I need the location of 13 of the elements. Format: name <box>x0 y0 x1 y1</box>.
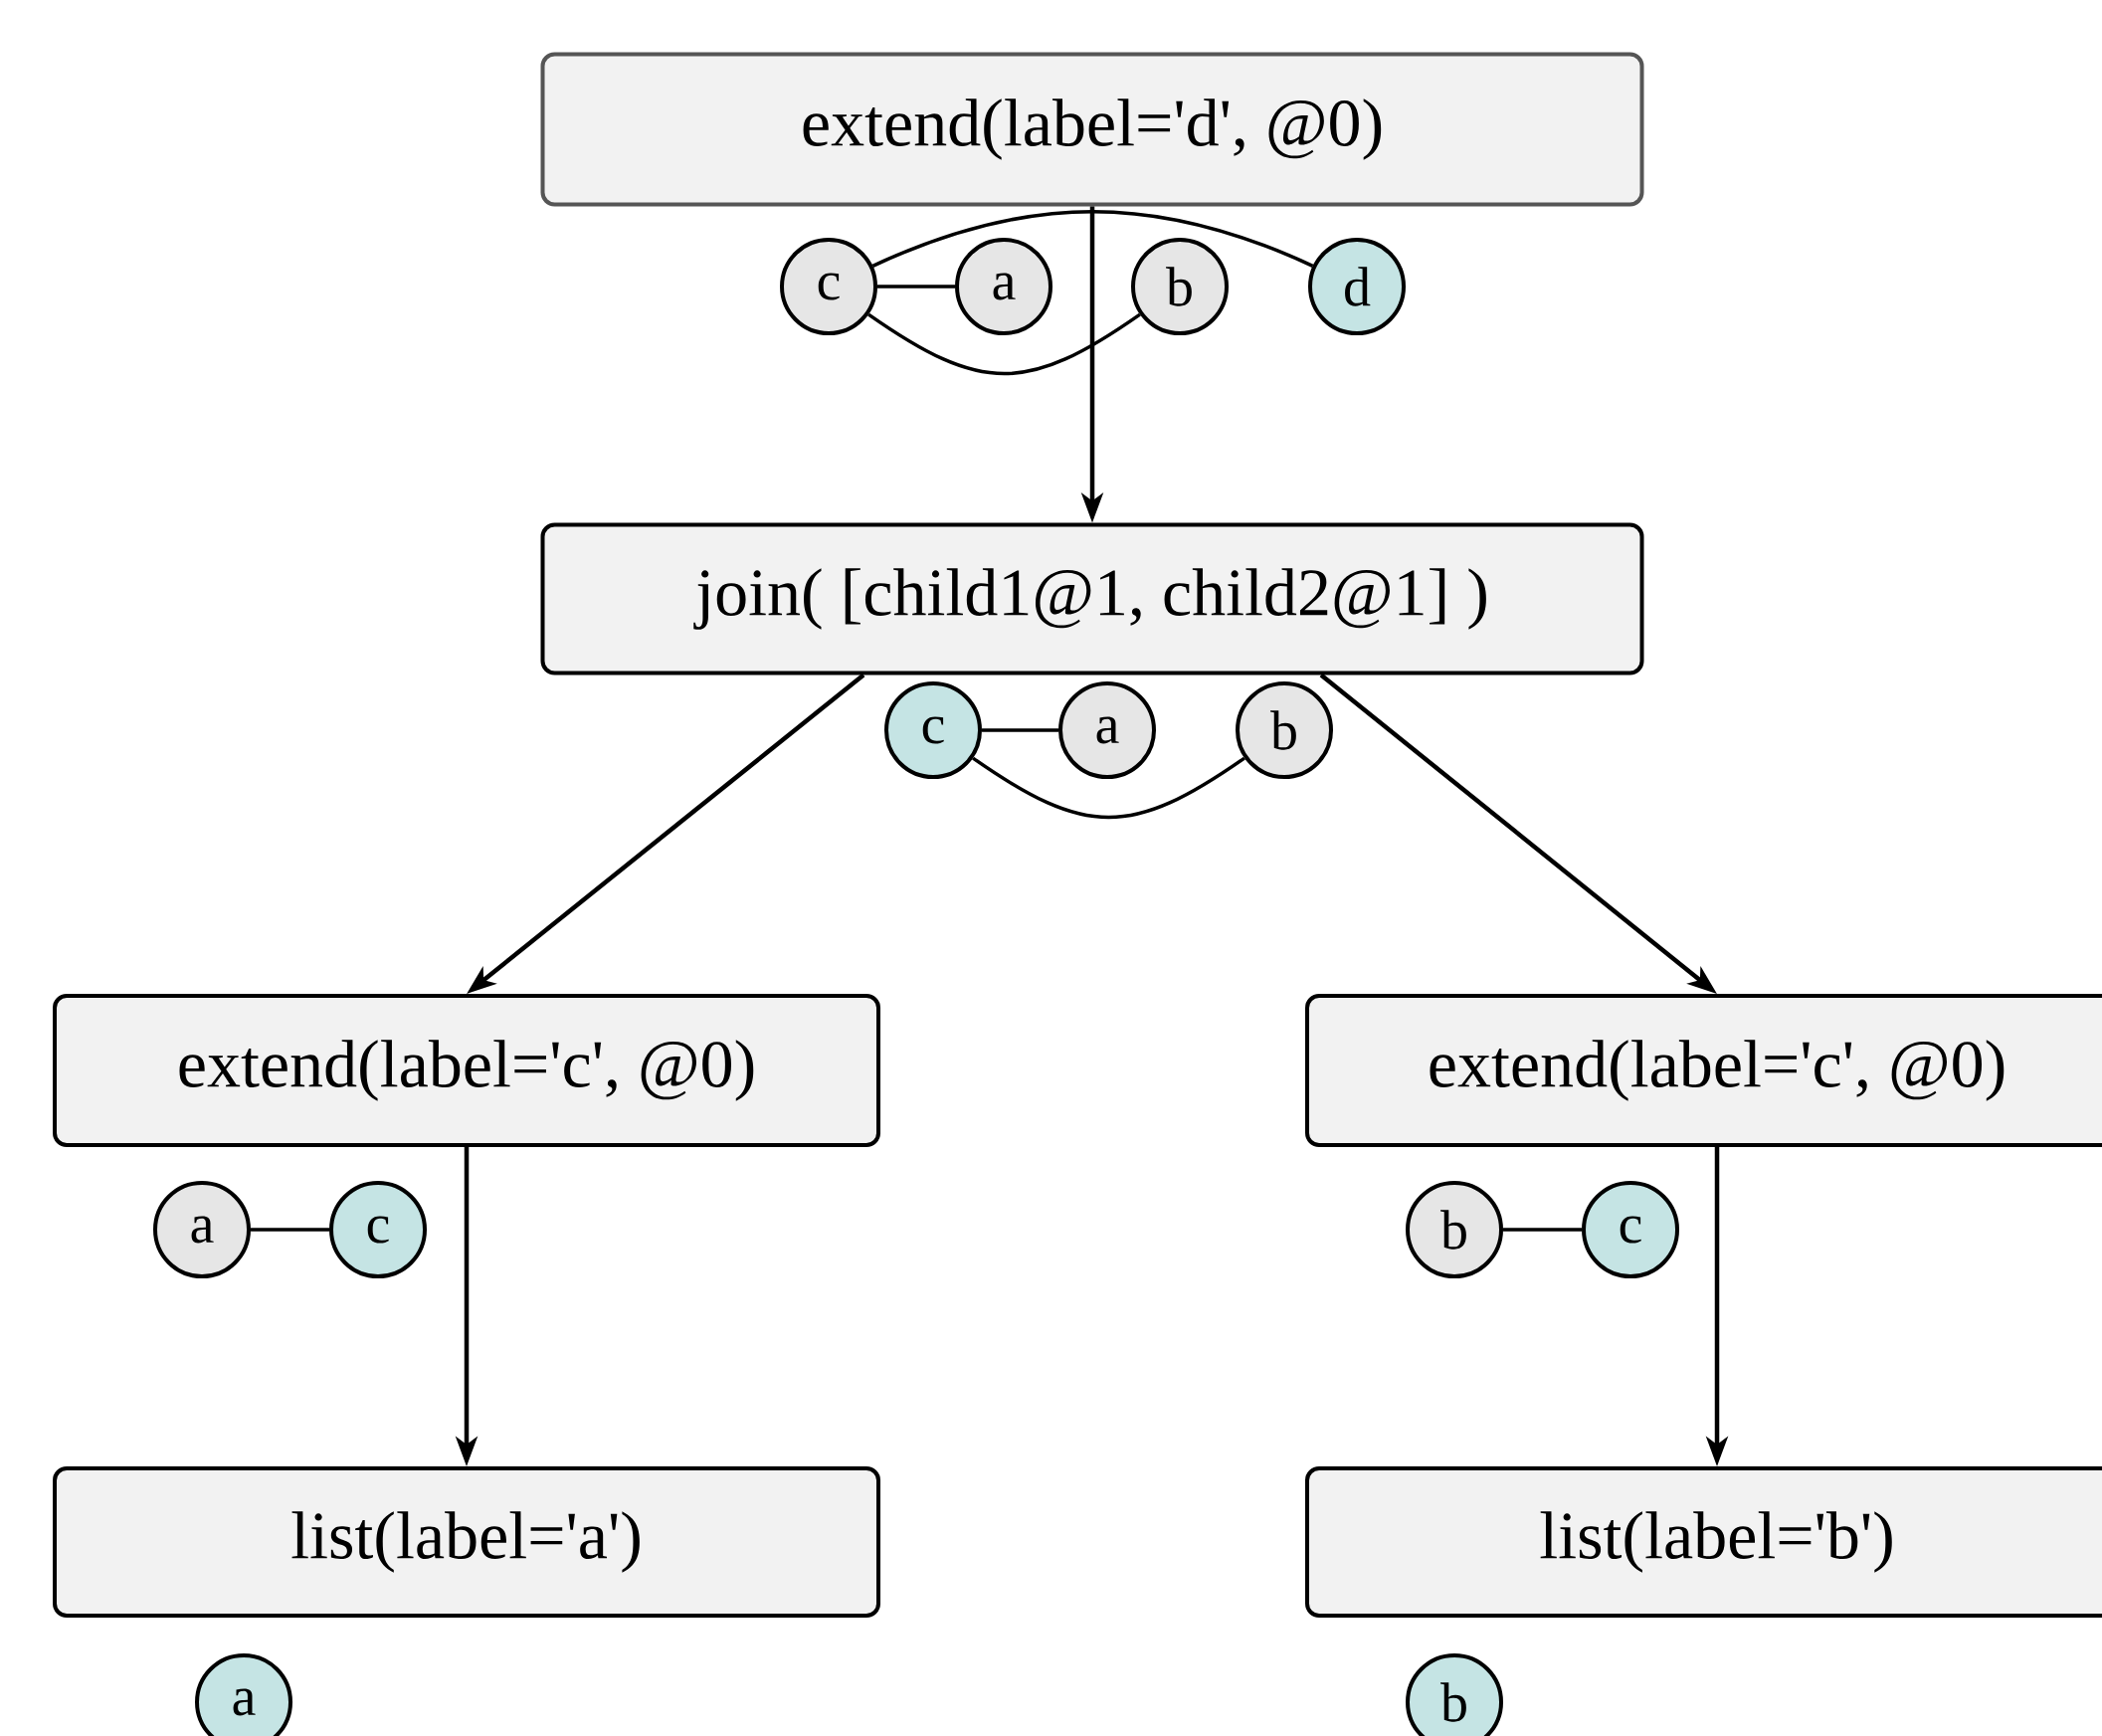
process-box: extend(label='d', @0) <box>540 52 1644 207</box>
process-box: list(label='b') <box>1305 1466 2102 1618</box>
process-box: extend(label='c', @0) <box>53 994 880 1147</box>
connector-line <box>877 285 955 289</box>
connector-line <box>982 728 1058 732</box>
connector-line <box>867 312 1141 376</box>
process-box: list(label='a') <box>53 1466 880 1618</box>
process-box: extend(label='c', @0) <box>1305 994 2102 1147</box>
connector-line <box>871 210 1314 268</box>
connector-line <box>1503 1228 1582 1232</box>
connector-line <box>251 1228 329 1232</box>
connector-line <box>972 756 1245 820</box>
process-box: join( [child1@1, child2@1] ) <box>540 522 1644 675</box>
